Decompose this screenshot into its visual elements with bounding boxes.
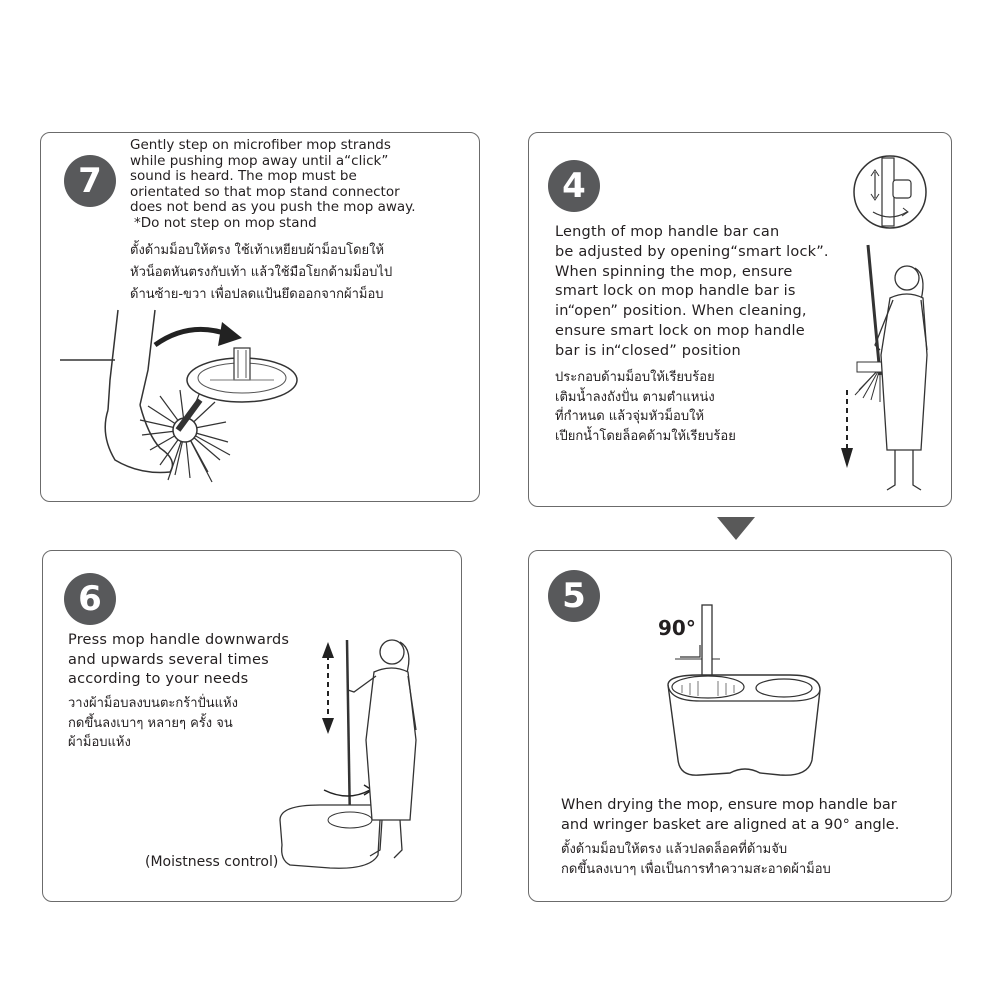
step-5-badge: 5 [548, 570, 600, 622]
step-4-badge: 4 [548, 160, 600, 212]
step-6-caption: (Moistness control) [145, 854, 279, 870]
step-4-en-line: bar is in“closed” position [555, 342, 741, 359]
step-5-en-line: When drying the mop, ensure mop handle b… [561, 797, 897, 813]
step-4-th-line: เติมน้ำลงถังปั่น ตามตำแหน่ง [555, 389, 715, 405]
step-6-en-line: according to your needs [68, 671, 249, 687]
step-7-en-line: orientated so that mop stand connector [130, 183, 400, 200]
flow-arrow-down [717, 517, 755, 540]
step-4-en-line: in“open” position. When cleaning, [555, 303, 807, 320]
step-4-en-line: When spinning the mop, ensure [555, 263, 793, 280]
step-5-illustration [667, 604, 821, 776]
step-6-en-line: Press mop handle downwards [68, 632, 290, 648]
step-6-th-line: กดขึ้นลงเบาๆ หลายๆ ครั้ง จน [68, 715, 233, 731]
step-6-badge: 6 [64, 573, 116, 625]
step-7-th-line: ด้านซ้าย-ขวา เพื่อปลดแป้นยึดออกจากผ้าม็อ… [130, 287, 384, 302]
step-7-th-line: หัวน็อตหันตรงกับเท้า แล้วใช้มือโยกด้ามม็… [130, 265, 393, 280]
step-7-en-line: Gently step on microfiber mop strands [130, 137, 391, 153]
step-7-en-line: sound is heard. The mop must be [130, 168, 357, 185]
step-7-th-line: ตั้งด้ามม็อบให้ตรง ใช้เท้าเหยียบผ้าม็อบโ… [130, 243, 385, 258]
step-7-badge: 7 [64, 155, 116, 207]
step-7-en-line: does not bend as you push the mop away. [130, 199, 416, 216]
step-4-th-line: ประกอบด้ามม็อบให้เรียบร้อย [555, 370, 715, 385]
step-4-en-line: smart lock on mop handle bar is [555, 283, 796, 300]
step-6-th-line: ผ้าม็อบแห้ง [68, 735, 131, 750]
step-4-illustration [841, 155, 928, 491]
step-4-en-line: be adjusted by opening“smart lock”. [555, 243, 829, 260]
step-5-th-line: กดขึ้นลงเบาๆ เพื่อเป็นการทำความสะอาดผ้าม… [561, 862, 831, 877]
step-6-illustration [279, 639, 417, 869]
step-5-th-line: ตั้งด้ามม็อบให้ตรง แล้วปลดล็อคที่ด้ามจับ [561, 842, 788, 857]
step-5-en-line: and wringer basket are aligned at a 90° … [561, 817, 900, 833]
step-5-angle-label: 90° [658, 616, 696, 640]
step-4-th-line: ที่กำหนด แล้วจุ่มหัวม็อบให้ [555, 409, 705, 424]
step-7-illustration [60, 309, 298, 483]
step-6-text: Press mop handle downwards and upwards s… [68, 631, 328, 690]
step-6-thai-text: วางผ้าม็อบลงบนตะกร้าปั่นแห้ง กดขึ้นลงเบา… [68, 694, 308, 753]
step-4-thai-text: ประกอบด้ามม็อบให้เรียบร้อย เติมน้ำลงถังป… [555, 368, 835, 446]
step-7-text: Gently step on microfiber mop strands wh… [130, 137, 470, 232]
step-5-text: When drying the mop, ensure mop handle b… [561, 795, 941, 835]
step-6-en-line: and upwards several times [68, 651, 269, 668]
step-5-thai-text: ตั้งด้ามม็อบให้ตรง แล้วปลดล็อคที่ด้ามจับ… [561, 840, 931, 880]
step-4-th-line: เปียกน้ำโดยล็อคด้ามให้เรียบร้อย [555, 428, 736, 444]
step-4-en-line: Length of mop handle bar can [555, 224, 780, 240]
step-7-note: *Do not step on mop stand [134, 214, 317, 231]
step-4-text: Length of mop handle bar can be adjusted… [555, 223, 845, 362]
step-7-en-line: while pushing mop away until a“click” [130, 152, 389, 169]
step-7-thai-text: ตั้งด้ามม็อบให้ตรง ใช้เท้าเหยียบผ้าม็อบโ… [130, 240, 470, 306]
step-4-en-line: ensure smart lock on mop handle [555, 322, 805, 339]
step-6-th-line: วางผ้าม็อบลงบนตะกร้าปั่นแห้ง [68, 696, 238, 711]
